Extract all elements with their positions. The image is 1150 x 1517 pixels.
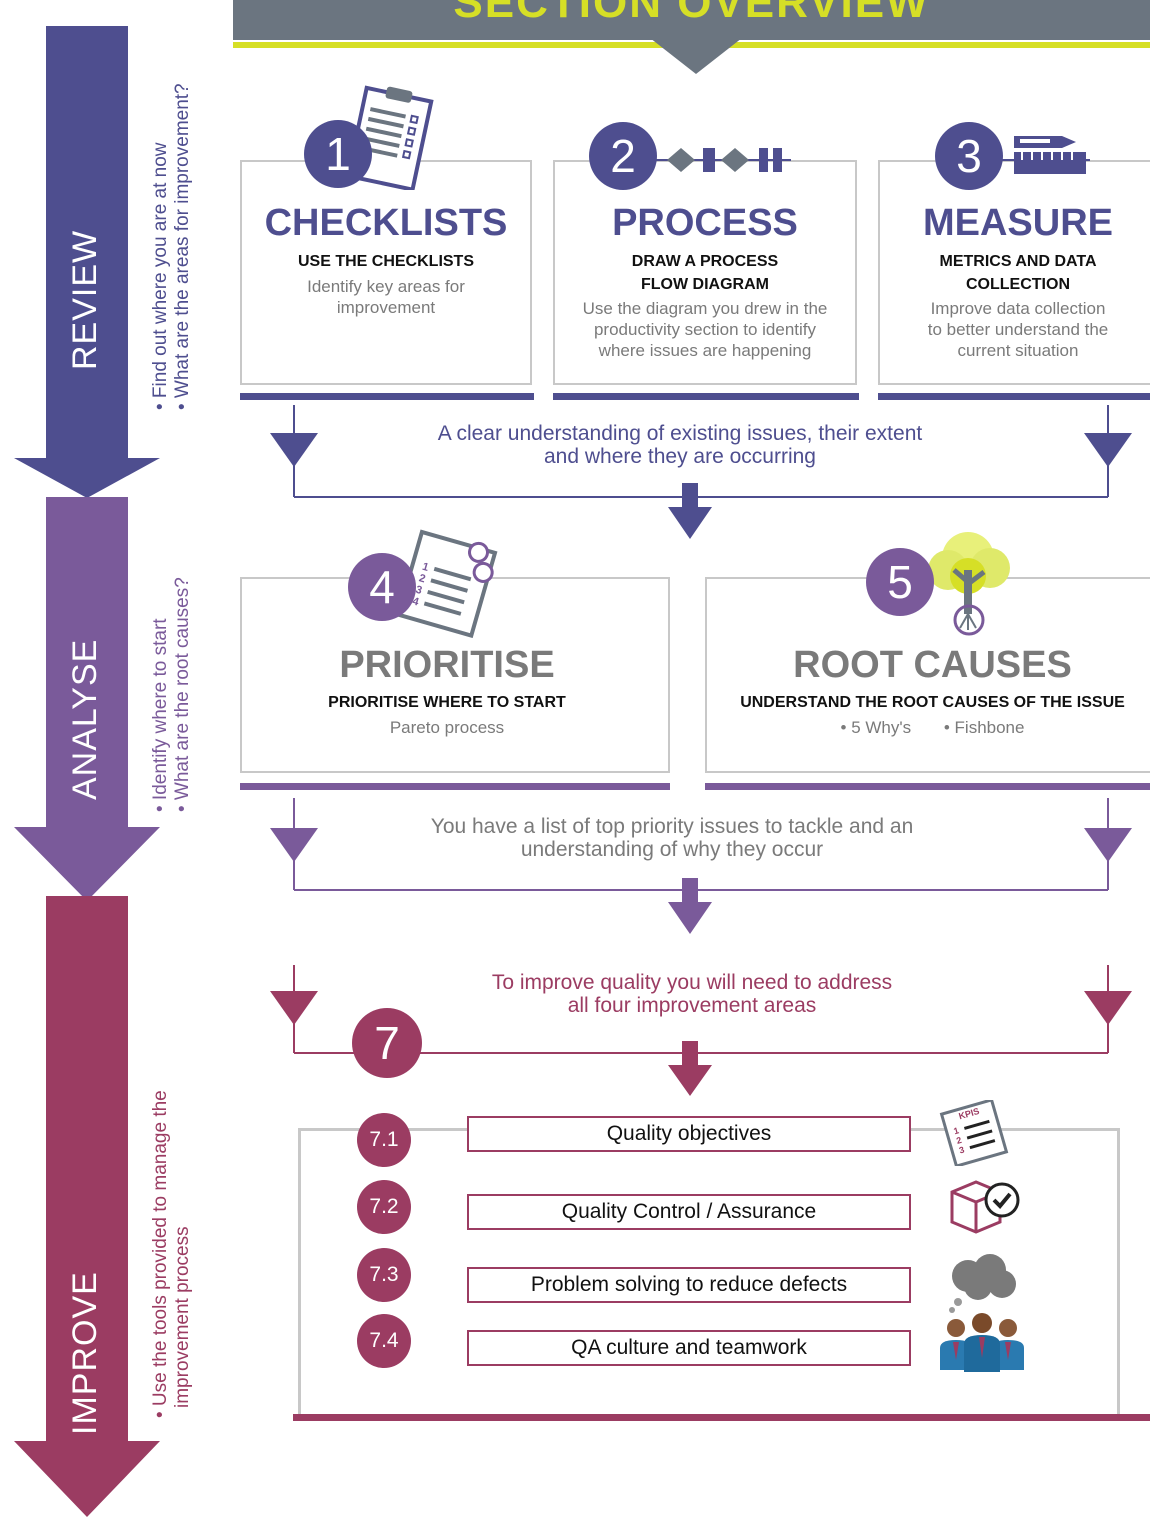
ruler-pencil-icon (1000, 136, 1090, 174)
area-7-2-badge: 7.2 (357, 1180, 411, 1234)
measure-desc-line-3: current situation (957, 341, 1079, 360)
review-arrow (14, 26, 160, 498)
root-causes-method-1: • 5 Why's (840, 718, 912, 737)
improve-bullet-2: improvement process (172, 1226, 193, 1408)
process-subtitle-line-1: DRAW A PROCESS (631, 253, 779, 270)
step-4-badge: 4 (348, 553, 416, 621)
section-header (233, 0, 1150, 40)
header-title: SECTION OVERVIEW (453, 0, 930, 27)
area-7-4-badge: 7.4 (357, 1314, 411, 1368)
svg-text:1: 1 (421, 561, 430, 574)
prioritise-desc: Pareto process (389, 718, 505, 737)
improve-intro-line-1: To improve quality you will need to addr… (491, 971, 893, 994)
svg-text:1: 1 (952, 1125, 960, 1136)
analyse-outcome-text: You have a list of top priority issues t… (322, 815, 1022, 861)
process-title: PROCESS (612, 202, 798, 244)
analyse-outcome-line-2: understanding of why they occur (520, 838, 824, 861)
process-subtitle-line-2: FLOW DIAGRAM (641, 276, 769, 293)
measure-subtitle-line-1: METRICS AND DATA (939, 253, 1097, 270)
analyse-arrow (14, 497, 160, 901)
root-causes-desc: • 5 Why's • Fishbone (705, 717, 1150, 738)
improve-bullet-1: • Use the tools provided to manage the (150, 1090, 171, 1418)
process-subtitle: DRAW A PROCESS FLOW DIAGRAM (553, 250, 857, 296)
analyse-bullet-1: • Identify where to start (150, 618, 171, 812)
measure-desc-line-1: Improve data collection (930, 299, 1106, 318)
improve-flow-connector (270, 965, 1132, 1096)
improve-bar (293, 1414, 1150, 1421)
review-label: REVIEW (66, 229, 104, 370)
step-3-badge: 3 (935, 122, 1003, 190)
process-card (553, 160, 857, 385)
step-2-badge: 2 (589, 122, 657, 190)
process-desc-line-1: Use the diagram you drew in the (582, 299, 828, 318)
team-people-icon (940, 1313, 1024, 1372)
measure-desc-line-2: to better understand the (927, 320, 1109, 339)
checklists-desc-line-1: Identify key areas for (307, 277, 465, 296)
root-causes-card (705, 577, 1150, 773)
review-bullet-2: • What are the areas for improvement? (172, 83, 193, 410)
svg-text:3: 3 (958, 1145, 966, 1156)
checklists-subtitle: USE THE CHECKLISTS (297, 253, 474, 270)
analyse-flow-connector (270, 798, 1132, 934)
area-quality-control: Quality Control / Assurance (467, 1194, 911, 1230)
prioritise-bar (240, 783, 670, 790)
measure-title: MEASURE (922, 202, 1114, 244)
box-check-icon (950, 1180, 1020, 1234)
area-quality-objectives: Quality objectives (467, 1116, 911, 1152)
checklists-title: CHECKLISTS (264, 202, 508, 244)
thought-cloud-icon (949, 1254, 1016, 1313)
process-flow-icon (655, 148, 791, 172)
svg-text:4: 4 (411, 595, 421, 608)
tree-roots-icon (928, 532, 1010, 636)
process-desc: Use the diagram you drew in the producti… (553, 298, 857, 361)
root-causes-title: ROOT CAUSES (793, 644, 1072, 686)
svg-text:2: 2 (417, 572, 426, 585)
review-flow-connector (270, 405, 1132, 539)
step-5-badge: 5 (866, 548, 934, 616)
prioritise-subtitle: PRIORITISE WHERE TO START (328, 694, 566, 711)
checklists-desc: Identify key areas for improvement (240, 276, 532, 318)
review-outcome-line-1: A clear understanding of existing issues… (437, 422, 923, 445)
improve-arrow (14, 896, 160, 1517)
measure-desc: Improve data collection to better unders… (878, 298, 1150, 361)
checklists-desc-line-2: improvement (336, 298, 436, 317)
checklists-bar (240, 393, 534, 400)
analyse-label: ANALYSE (66, 638, 104, 800)
root-causes-method-2: • Fishbone (943, 718, 1025, 737)
review-bullets: • Find out where you are at now • What a… (150, 83, 194, 410)
improve-label: IMPROVE (66, 1271, 104, 1435)
area-7-1-badge: 7.1 (357, 1113, 411, 1167)
measure-subtitle-line-2: COLLECTION (966, 276, 1070, 293)
process-desc-line-3: where issues are happening (598, 341, 812, 360)
review-outcome-text: A clear understanding of existing issues… (330, 422, 1030, 468)
analyse-outcome-line-1: You have a list of top priority issues t… (430, 815, 914, 838)
root-causes-subtitle: UNDERSTAND THE ROOT CAUSES OF THE ISSUE (740, 694, 1125, 711)
improve-intro-text: To improve quality you will need to addr… (342, 971, 1042, 1017)
process-bar (553, 393, 859, 400)
svg-text:3: 3 (414, 584, 423, 597)
checklists-card (240, 160, 532, 385)
area-7-3-badge: 7.3 (357, 1248, 411, 1302)
analyse-bullet-2: • What are the root causes? (172, 577, 193, 812)
review-outcome-line-2: and where they are occurring (544, 445, 816, 468)
step-7-badge: 7 (352, 1008, 422, 1078)
area-qa-culture: QA culture and teamwork (467, 1330, 911, 1366)
measure-bar (878, 393, 1150, 400)
prioritise-title: PRIORITISE (339, 644, 555, 686)
step-1-badge: 1 (304, 120, 372, 188)
measure-subtitle: METRICS AND DATA COLLECTION (878, 250, 1150, 296)
review-bullet-1: • Find out where you are at now (150, 142, 171, 410)
svg-text:2: 2 (955, 1135, 963, 1146)
analyse-bullets: • Identify where to start • What are the… (150, 577, 194, 812)
header-pointer (650, 38, 742, 74)
root-causes-bar (705, 783, 1150, 790)
improve-intro-line-2: all four improvement areas (567, 994, 817, 1017)
area-problem-solving: Problem solving to reduce defects (467, 1267, 911, 1303)
process-desc-line-2: productivity section to identify (593, 320, 817, 339)
improve-bullets: • Use the tools provided to manage the i… (150, 1090, 194, 1418)
